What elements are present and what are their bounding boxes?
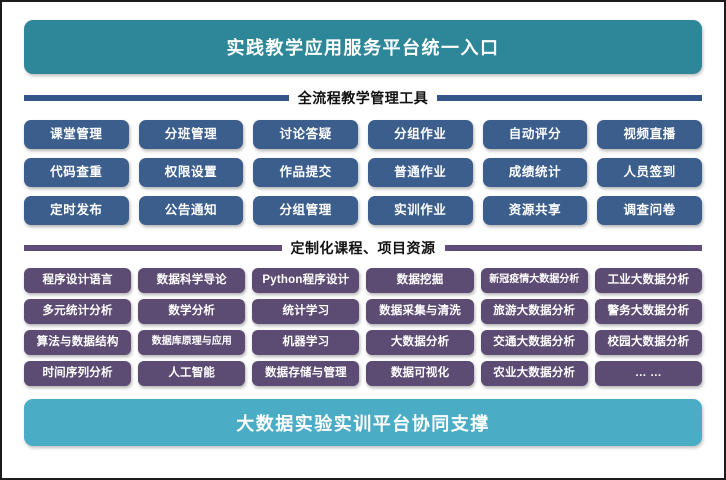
tool-chip[interactable]: 定时发布	[24, 196, 129, 225]
section-rule-right	[444, 245, 702, 251]
top-banner[interactable]: 实践教学应用服务平台统一入口	[24, 20, 702, 74]
tools-grid: 课堂管理 分班管理 讨论答疑 分组作业 自动评分 视频直播 代码查重 权限设置 …	[24, 120, 702, 225]
course-chip[interactable]: 大数据分析	[366, 330, 474, 355]
spacer	[24, 108, 702, 120]
spacer	[24, 225, 702, 238]
course-chip[interactable]: 交通大数据分析	[480, 330, 588, 355]
course-chip[interactable]: 时间序列分析	[24, 361, 132, 386]
section-header-courses: 定制化课程、项目资源	[24, 238, 702, 258]
tool-chip[interactable]: 调查问卷	[597, 196, 702, 225]
course-chip[interactable]: Python程序设计	[252, 268, 360, 293]
course-chip[interactable]: 机器学习	[252, 330, 360, 355]
course-chip[interactable]: 数据可视化	[366, 361, 474, 386]
section-rule-left	[24, 95, 289, 101]
course-chip[interactable]: 警务大数据分析	[594, 299, 702, 324]
tool-chip[interactable]: 作品提交	[253, 158, 358, 187]
course-chip[interactable]: 多元统计分析	[24, 299, 132, 324]
spacer	[24, 74, 702, 88]
spacer	[24, 258, 702, 268]
tool-chip[interactable]: 成绩统计	[482, 158, 588, 187]
course-chip[interactable]: 程序设计语言	[24, 268, 132, 293]
course-chip[interactable]: 数据库原理与应用	[138, 330, 246, 355]
course-chip[interactable]: 新冠疫情大数据分析	[480, 268, 588, 293]
course-chip[interactable]: 统计学习	[252, 299, 360, 324]
tool-chip[interactable]: 权限设置	[138, 158, 244, 187]
tool-chip[interactable]: 自动评分	[482, 120, 588, 149]
course-chip[interactable]: 数学分析	[138, 299, 246, 324]
section-rule-right	[437, 95, 702, 101]
spacer	[24, 386, 702, 399]
section-header-tools: 全流程教学管理工具	[24, 88, 702, 108]
tool-chip[interactable]: 视频直播	[597, 120, 702, 149]
tool-chip[interactable]: 代码查重	[24, 158, 129, 187]
tool-chip[interactable]: 人员签到	[597, 158, 702, 187]
section-title-courses: 定制化课程、项目资源	[290, 240, 436, 256]
tool-chip[interactable]: 分组管理	[253, 196, 358, 225]
tool-chip[interactable]: 讨论答疑	[253, 120, 358, 149]
section-rule-left	[24, 245, 282, 251]
tool-chip[interactable]: 分组作业	[367, 120, 473, 149]
course-chip[interactable]: 工业大数据分析	[594, 268, 702, 293]
section-title-tools: 全流程教学管理工具	[297, 90, 429, 106]
courses-grid: 程序设计语言 数据科学导论 Python程序设计 数据挖掘 新冠疫情大数据分析 …	[24, 268, 702, 386]
course-chip[interactable]: 人工智能	[138, 361, 246, 386]
course-chip[interactable]: 数据挖掘	[366, 268, 474, 293]
tool-chip[interactable]: 普通作业	[367, 158, 473, 187]
bottom-banner[interactable]: 大数据实验实训平台协同支撑	[24, 399, 702, 446]
course-chip[interactable]: 校园大数据分析	[594, 330, 702, 355]
course-chip[interactable]: … …	[594, 361, 702, 386]
course-chip[interactable]: 旅游大数据分析	[480, 299, 588, 324]
tool-chip[interactable]: 分班管理	[138, 120, 244, 149]
course-chip[interactable]: 数据存储与管理	[252, 361, 360, 386]
course-chip[interactable]: 数据科学导论	[138, 268, 246, 293]
tool-chip[interactable]: 公告通知	[138, 196, 244, 225]
tool-chip[interactable]: 实训作业	[367, 196, 473, 225]
course-chip[interactable]: 数据采集与清洗	[366, 299, 474, 324]
tool-chip[interactable]: 课堂管理	[24, 120, 129, 149]
course-chip[interactable]: 农业大数据分析	[480, 361, 588, 386]
course-chip[interactable]: 算法与数据结构	[24, 330, 132, 355]
tool-chip[interactable]: 资源共享	[482, 196, 588, 225]
